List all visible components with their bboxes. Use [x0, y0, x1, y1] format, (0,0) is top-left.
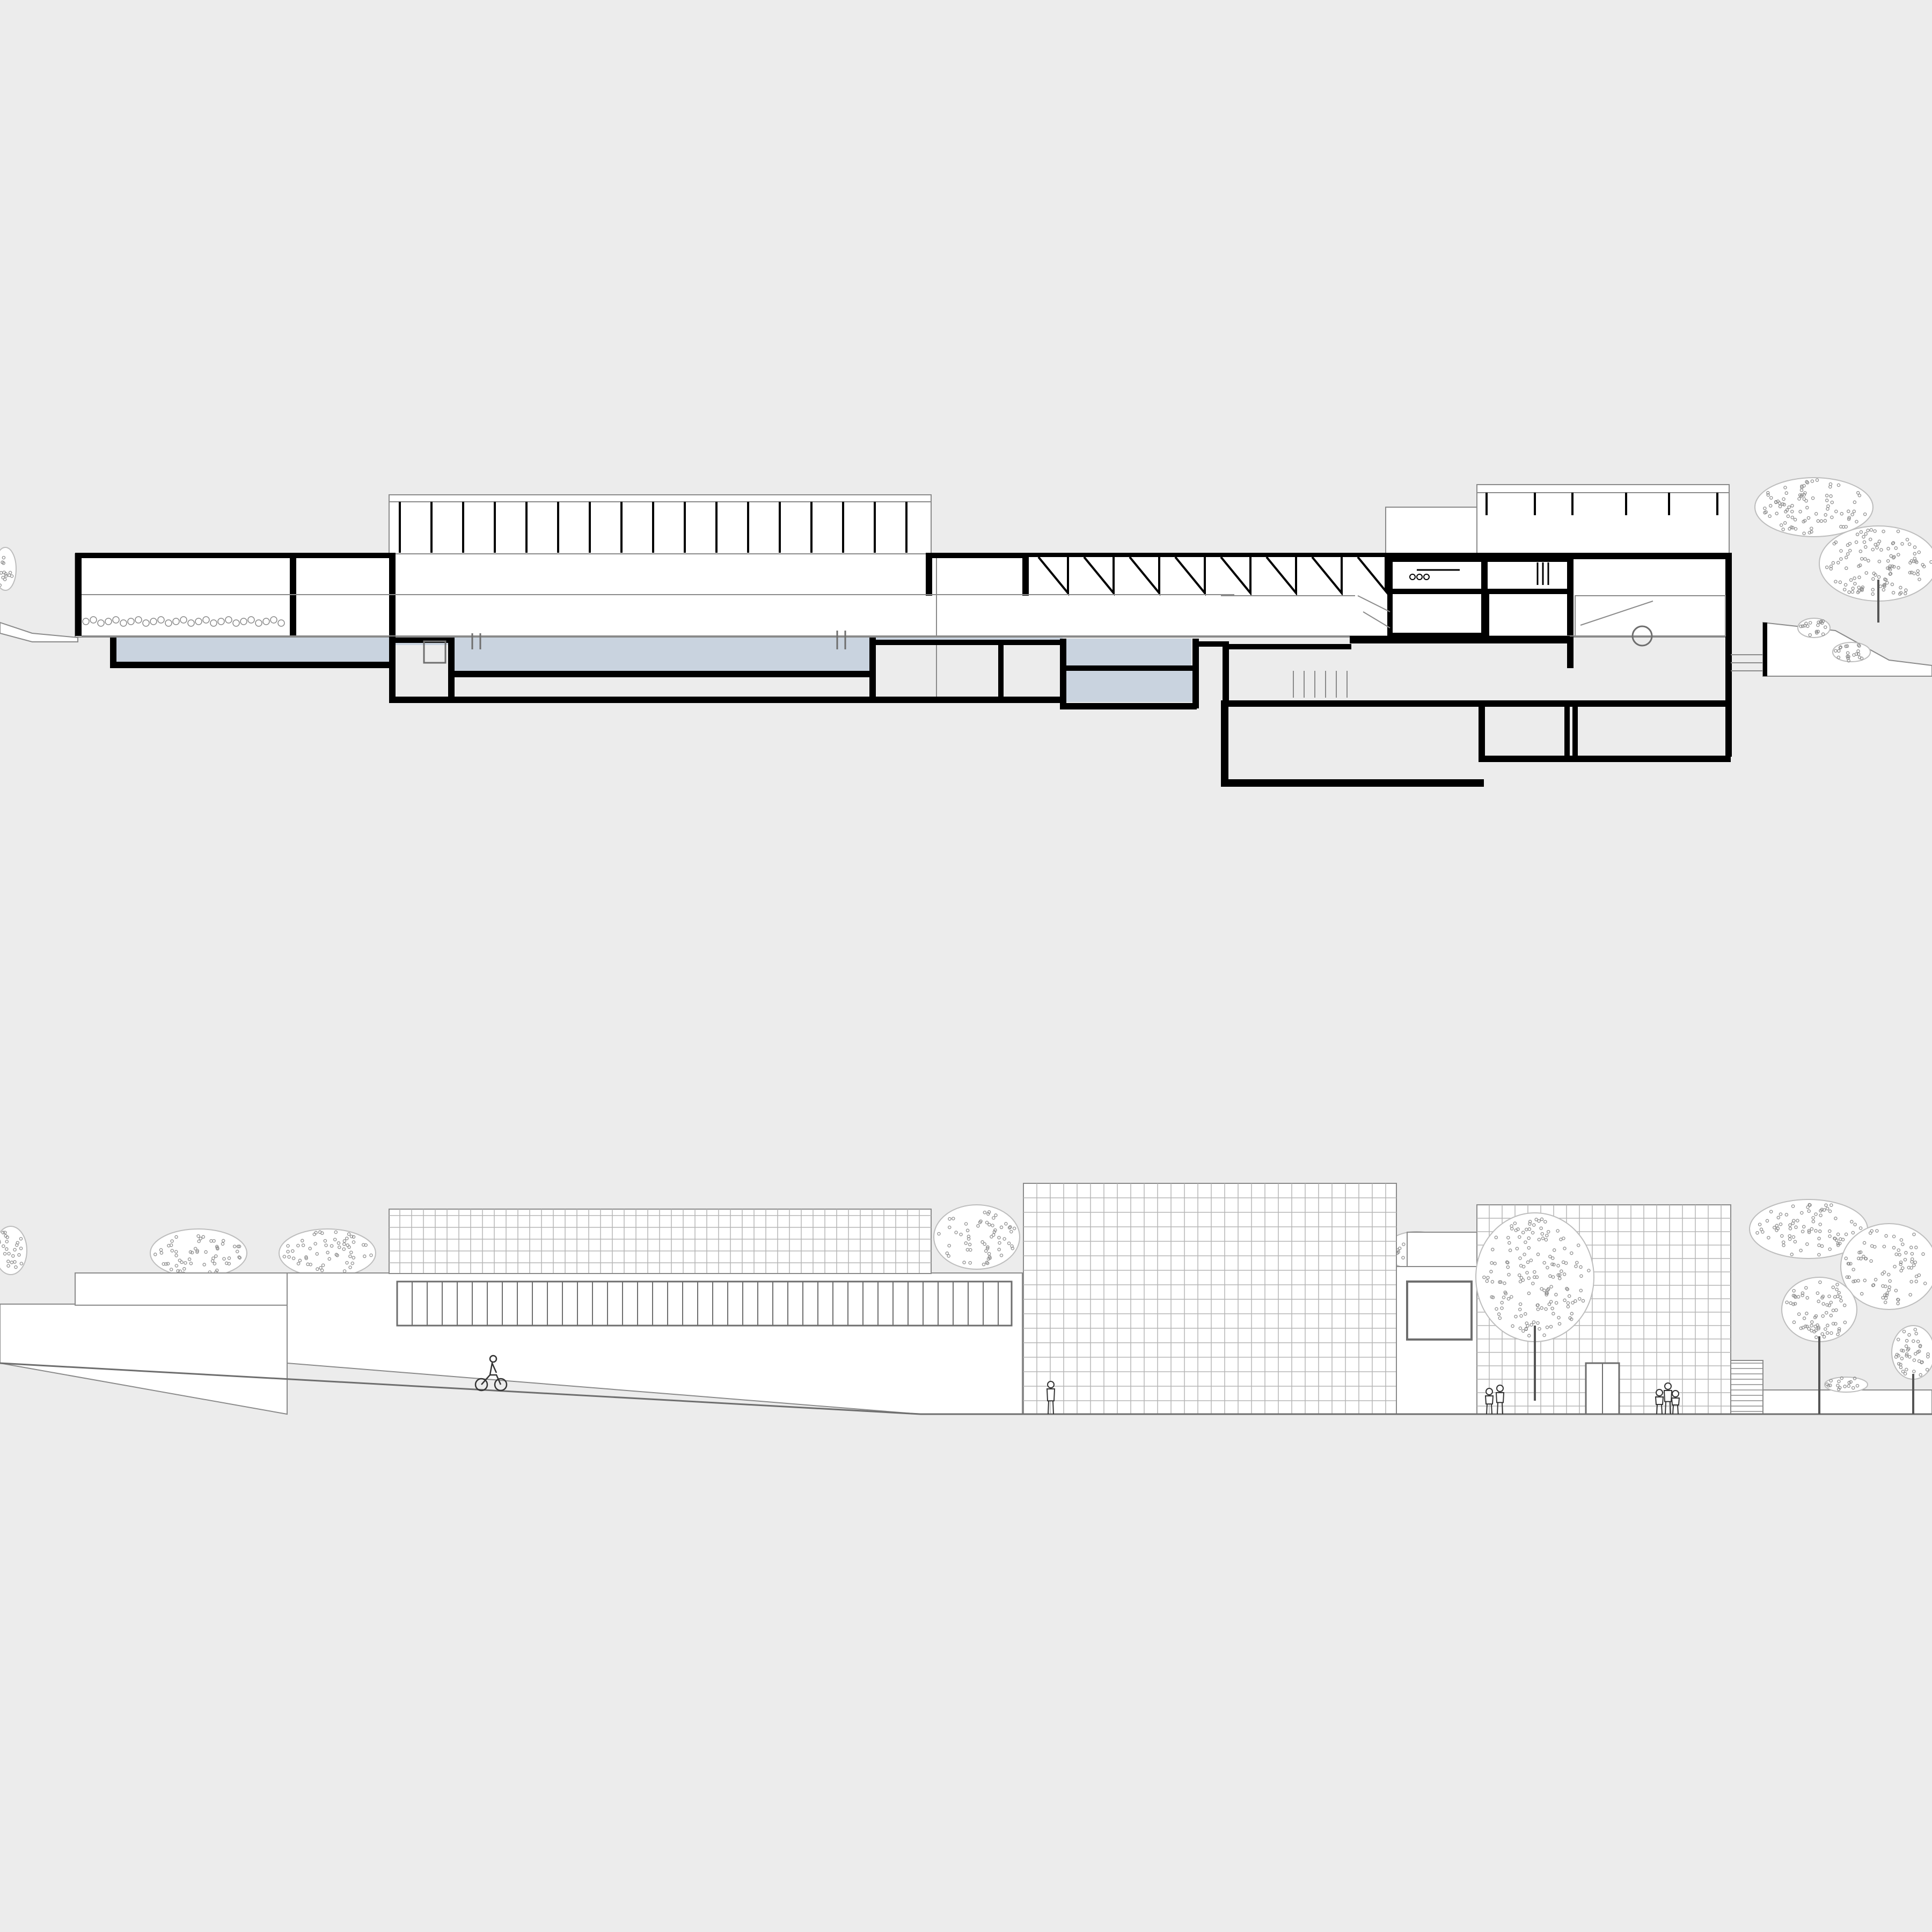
plant-shrub: [232, 619, 240, 627]
section-roof-lantern-left: [389, 494, 932, 554]
section-upper-block-right: [1385, 484, 1730, 555]
person: [1655, 1389, 1664, 1415]
elevation-ramp-line: [0, 1362, 921, 1415]
building-section: [0, 477, 1932, 787]
elevation-pool-hall: [287, 1209, 1023, 1415]
skylight-louvre: [1220, 556, 1252, 596]
tree-canopy: [1840, 1223, 1932, 1310]
section-main-volume: [75, 553, 1731, 638]
plant-shrub: [195, 618, 202, 625]
plant-shrub: [157, 616, 165, 624]
shrub: [1832, 642, 1871, 663]
tree-canopy: [0, 1226, 27, 1275]
tree-canopy: [279, 1228, 376, 1278]
skylight-louvre: [1265, 556, 1297, 596]
section-basement-walls: [110, 636, 1731, 787]
tree-canopy: [1819, 525, 1932, 602]
section-planting-strip: [82, 616, 285, 627]
plant-shrub: [172, 618, 180, 625]
street-elevation: [0, 1183, 1932, 1415]
plant-shrub: [255, 619, 262, 627]
person: [1663, 1382, 1673, 1415]
tree-canopy: [933, 1204, 1020, 1270]
plant-shrub: [210, 619, 217, 627]
tree-canopy: [0, 547, 17, 591]
shrub: [1824, 1376, 1868, 1393]
elevation-left-parapet: [75, 1272, 290, 1306]
plant-shrub: [217, 618, 225, 625]
skylight-louvre: [1129, 556, 1160, 596]
elevation-landscape-right: [1730, 1360, 1932, 1415]
tree-canopy: [1475, 1212, 1594, 1342]
section-stair: [1221, 595, 1391, 698]
elevation-people: [1046, 1381, 1680, 1415]
person: [1671, 1390, 1680, 1415]
section-right-rooms: [1387, 557, 1726, 647]
plant-shrub: [142, 619, 150, 627]
plant-shrub: [82, 618, 90, 625]
plant-shrub: [262, 618, 270, 625]
elevation-window-band: [396, 1280, 1013, 1327]
plant-shrub: [120, 619, 127, 627]
section-landscape-right: [1731, 621, 1932, 677]
section-trees: [0, 477, 1932, 663]
plant-shrub: [202, 616, 210, 624]
plant-shrub: [240, 618, 247, 625]
section-pools: [113, 638, 1194, 702]
tree-canopy: [150, 1228, 247, 1278]
plant-shrub: [277, 619, 285, 627]
plant-shrub: [150, 618, 157, 625]
plant-shrub: [135, 616, 142, 624]
shrub: [1797, 618, 1831, 638]
plant-shrub: [225, 616, 232, 624]
person: [1495, 1385, 1505, 1415]
skylight-louvre: [1083, 556, 1115, 596]
plant-shrub: [187, 619, 195, 627]
plant-shrub: [105, 618, 112, 625]
elevation-entry-block: [1396, 1232, 1477, 1415]
tree-canopy: [1891, 1325, 1932, 1380]
plant-shrub: [97, 619, 105, 627]
elevation-foreground-trees: [1475, 1212, 1932, 1414]
elevation-cyclist: [474, 1355, 508, 1392]
plant-shrub: [127, 618, 135, 625]
elevation-central-tower: [1023, 1183, 1397, 1415]
skylight-louvre: [1174, 556, 1206, 596]
plant-shrub: [270, 616, 277, 624]
tree-canopy: [1781, 1277, 1857, 1342]
plant-shrub: [247, 616, 255, 624]
person: [1484, 1388, 1494, 1415]
plant-shrub: [180, 616, 187, 624]
section-skylight-louvres: [1037, 556, 1388, 596]
skylight-louvre: [1311, 556, 1343, 596]
section-ground-left: [0, 621, 78, 642]
person: [1046, 1381, 1056, 1415]
elevation-left-wing: [0, 1304, 288, 1415]
plant-shrub: [165, 619, 172, 627]
section-pool-ladders: [423, 631, 846, 664]
tree-canopy: [1754, 477, 1874, 537]
plant-shrub: [90, 616, 97, 624]
plant-shrub: [112, 616, 120, 624]
skylight-louvre: [1037, 556, 1069, 596]
